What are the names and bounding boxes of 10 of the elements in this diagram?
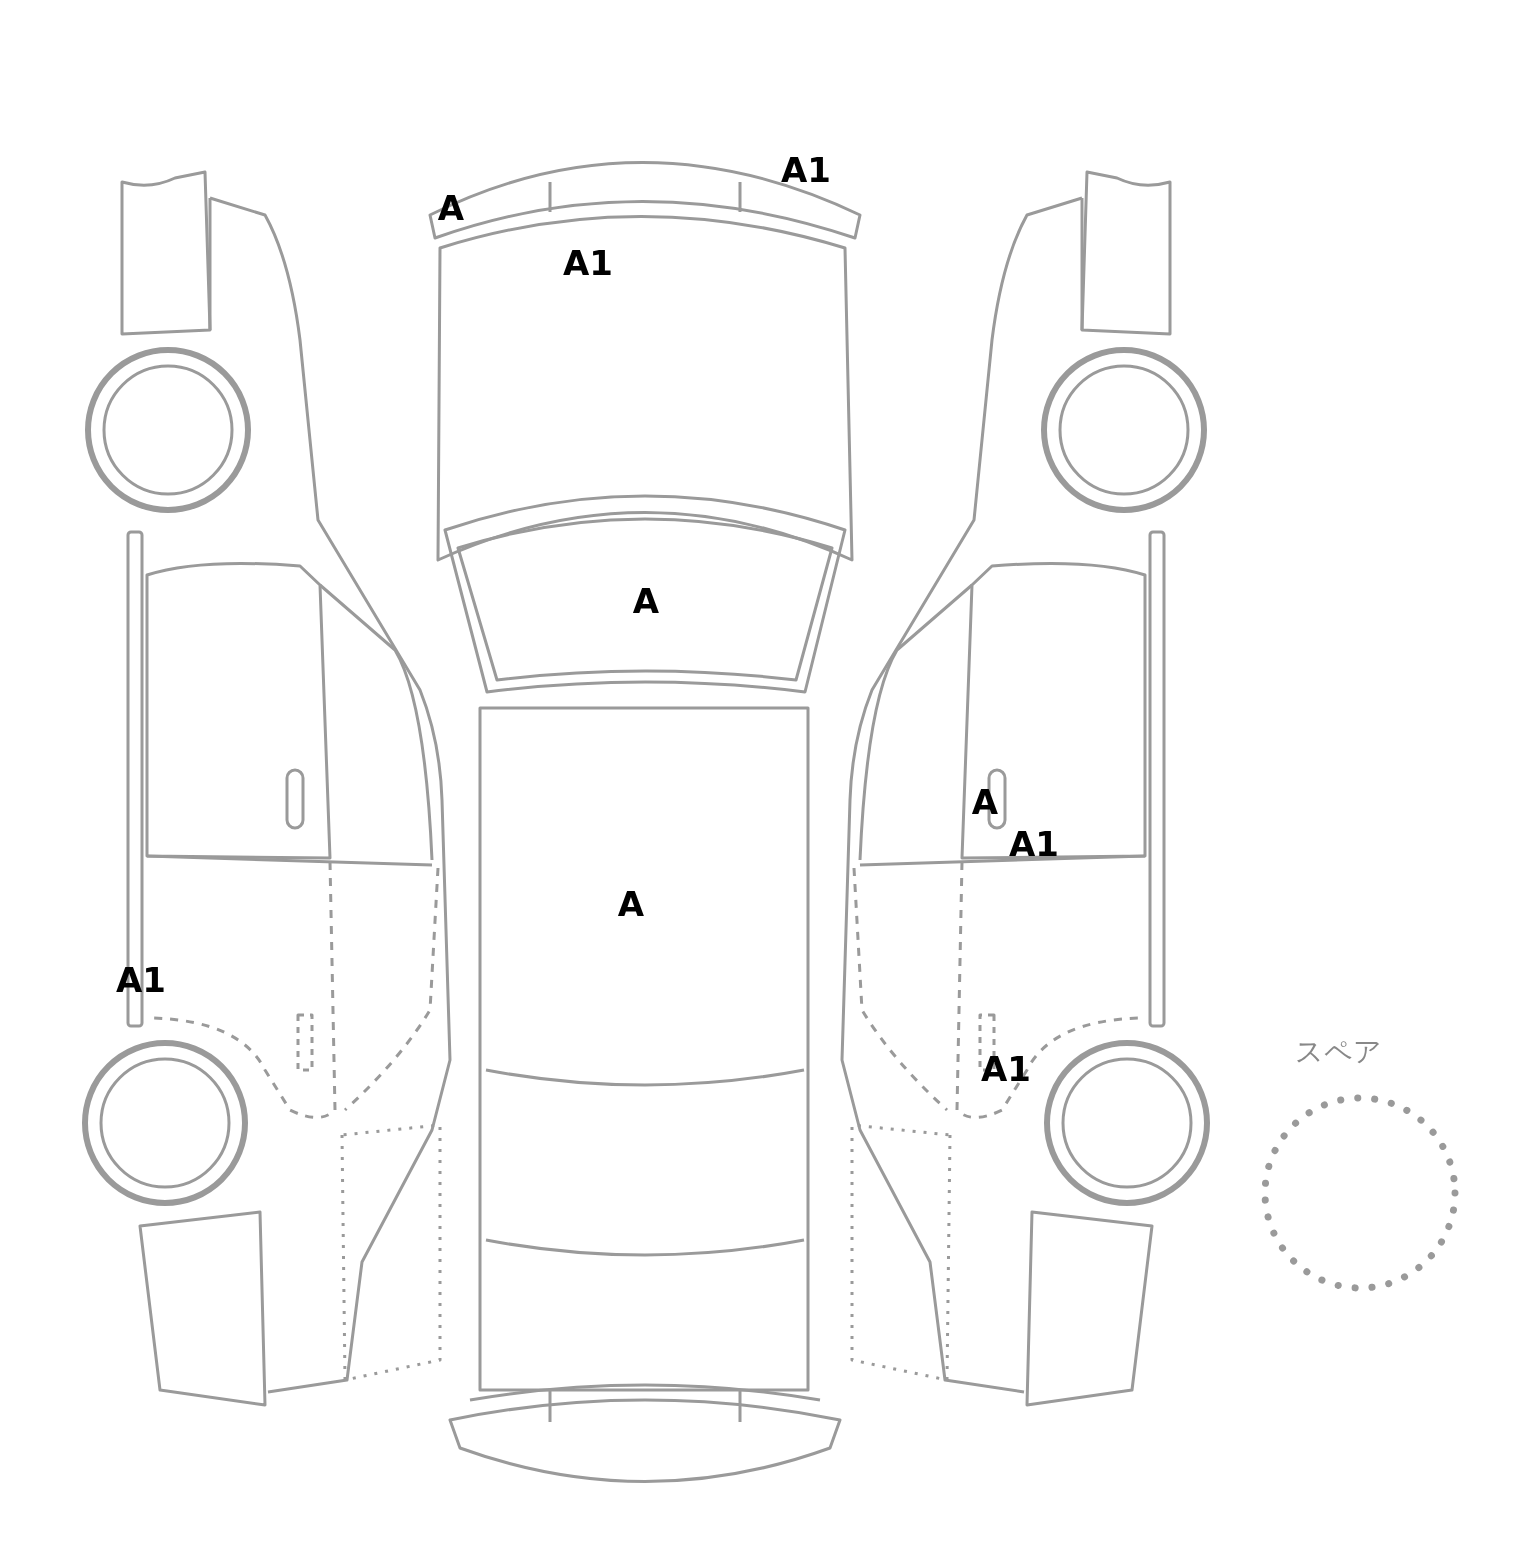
damage-code: A (617, 887, 645, 921)
damage-code: A1 (116, 963, 166, 997)
damage-code: A (632, 584, 660, 618)
damage-code: A1 (781, 153, 831, 187)
damage-code: A1 (1009, 827, 1059, 861)
damage-code: A1 (981, 1052, 1031, 1086)
damage-code: A (971, 785, 999, 819)
spare-tire-label: スペア (1294, 1034, 1382, 1070)
damage-code: A (437, 191, 465, 225)
damage-code: A1 (563, 246, 613, 280)
